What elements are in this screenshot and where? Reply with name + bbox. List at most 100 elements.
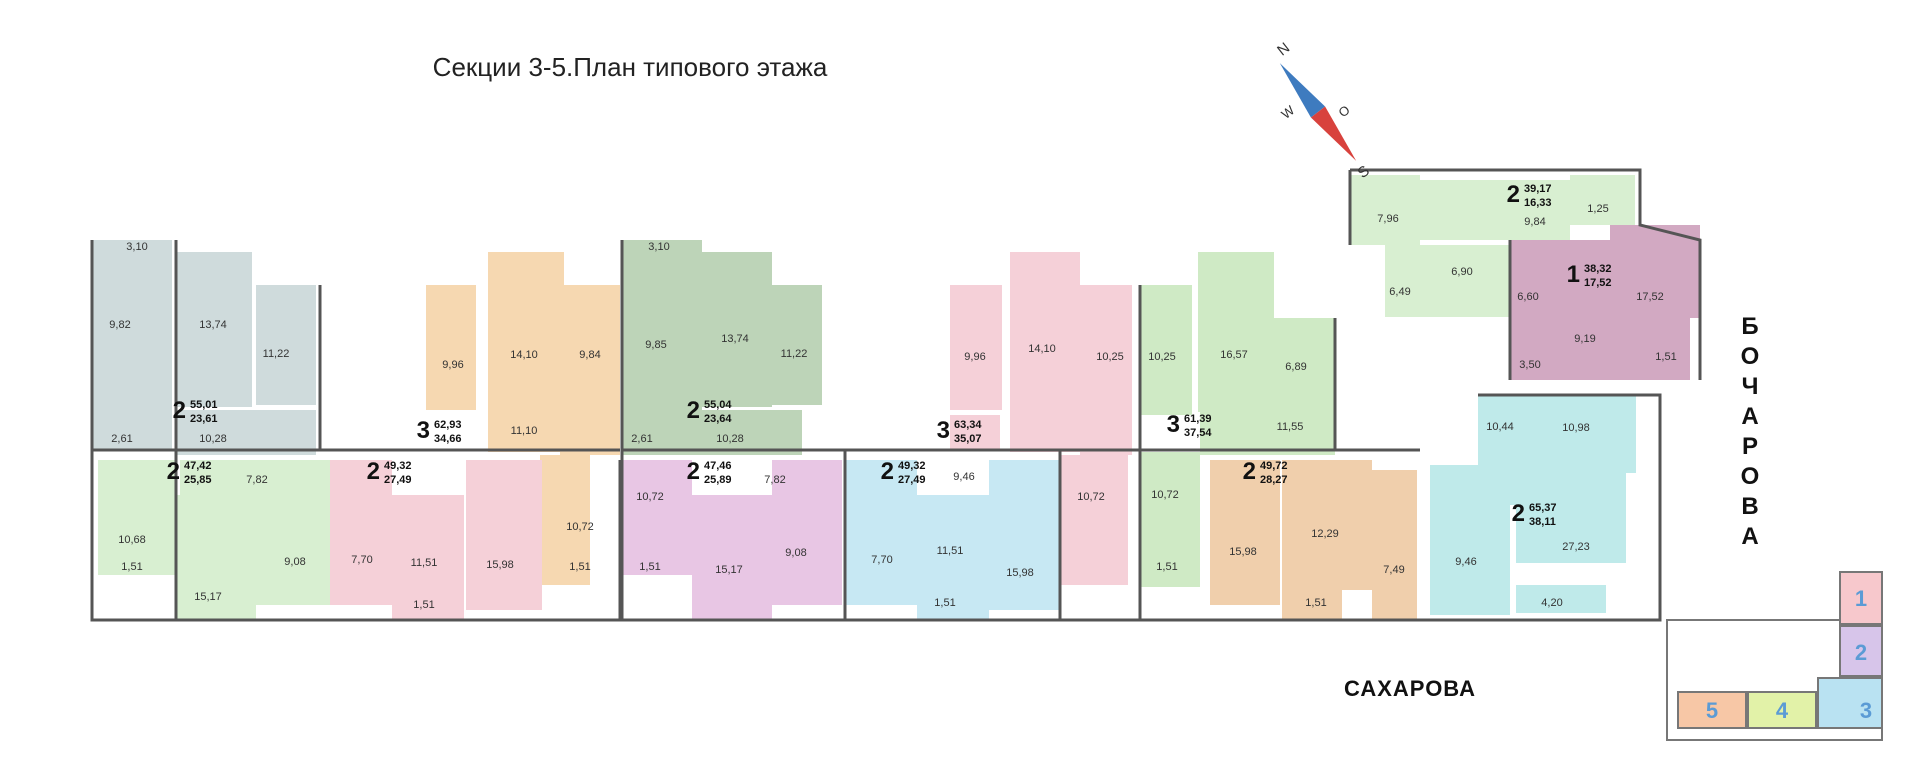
key-section-5: [1677, 691, 1747, 729]
room-fill-4: [176, 410, 316, 455]
apartment-rooms: 2: [687, 397, 700, 424]
room-area-label: 1,51: [1156, 561, 1177, 573]
room-area-label: 1,51: [569, 561, 590, 573]
room-fill-3: [92, 380, 172, 450]
room-fill-27: [1570, 175, 1635, 225]
apartment-living-area: 34,66: [434, 433, 462, 445]
apartment-rooms: 2: [687, 458, 700, 485]
room-fill-18: [950, 415, 1000, 450]
apartment-rooms: 1: [1567, 261, 1580, 288]
key-plan: 1 2 3 4 5: [1666, 571, 1883, 741]
room-fills: [92, 175, 1700, 620]
room-area-label: 10,72: [1151, 489, 1179, 501]
apartment-living-area: 17,52: [1584, 277, 1612, 289]
room-area-label: 11,51: [411, 557, 438, 569]
room-fill-46: [466, 460, 542, 610]
room-fill-38: [1516, 585, 1606, 613]
key-section-4: [1747, 691, 1817, 729]
room-fill-9: [540, 455, 590, 570]
room-fill-52: [845, 460, 917, 605]
room-area-label: 9,46: [1455, 556, 1476, 568]
room-area-label: 11,51: [937, 545, 964, 557]
room-fill-59: [1282, 590, 1342, 620]
key-section-2: [1839, 625, 1883, 677]
street-letter: А: [1741, 403, 1759, 430]
room-area-label: 7,70: [351, 554, 372, 566]
room-fill-30: [1510, 240, 1610, 318]
room-area-label: 6,49: [1389, 286, 1410, 298]
room-area-label: 13,74: [199, 319, 227, 331]
apartment-living-area: 23,64: [704, 413, 732, 425]
street-letter: А: [1741, 523, 1759, 550]
key-section-1: [1839, 571, 1883, 625]
room-area-label: 7,70: [871, 554, 892, 566]
room-fill-39: [98, 460, 176, 545]
room-area-label: 15,17: [715, 564, 743, 576]
compass-north-needle: [1279, 63, 1326, 118]
room-area-label: 3,50: [1519, 359, 1540, 371]
room-fill-31: [1610, 225, 1700, 318]
room-fill-36: [1516, 473, 1626, 563]
room-area-label: 9,19: [1574, 333, 1595, 345]
apartment-living-area: 35,07: [954, 433, 982, 445]
apartment-rooms: 3: [417, 417, 430, 444]
room-fill-20: [1140, 285, 1192, 415]
room-fill-57: [1282, 460, 1372, 590]
room-fill-29: [1485, 245, 1510, 317]
room-fill-26: [1420, 180, 1570, 240]
room-area-label: 7,96: [1377, 213, 1398, 225]
room-area-label: 27,23: [1562, 541, 1590, 553]
apartment-rooms: 3: [937, 417, 950, 444]
apartment-living-area: 25,89: [704, 474, 732, 486]
room-area-label: 3,10: [126, 241, 147, 253]
apartment-area: 38,32: [1584, 263, 1612, 275]
apartment-rooms: 2: [173, 397, 186, 424]
room-area-label: 15,98: [486, 559, 514, 571]
room-fill-54: [989, 460, 1059, 610]
apartment-area: 55,04: [704, 399, 732, 411]
street-sakharova: САХАРОВА: [1344, 676, 1476, 701]
apartment-living-area: 38,11: [1529, 516, 1556, 528]
street-letter: О: [1740, 343, 1760, 370]
room-area-label: 1,51: [413, 599, 434, 611]
room-area-label: 12,29: [1311, 528, 1339, 540]
street-letter: Б: [1741, 313, 1759, 340]
room-area-label: 10,28: [716, 433, 744, 445]
room-fill-44: [330, 460, 392, 605]
room-area-label: 16,57: [1220, 349, 1248, 361]
plan-title: Секции 3-5.План типового этажа: [432, 52, 828, 82]
room-fill-11: [622, 240, 702, 410]
room-fill-56: [1210, 460, 1280, 605]
room-area-label: 11,10: [511, 425, 538, 437]
compass-w: W: [1278, 102, 1297, 122]
room-area-label: 11,22: [263, 348, 290, 360]
room-area-label: 9,08: [284, 556, 305, 568]
room-fill-21: [1198, 252, 1274, 412]
apartment-rooms: 2: [881, 458, 894, 485]
room-area-label: 1,51: [121, 561, 142, 573]
apartment-area: 47,42: [184, 460, 212, 472]
wall-2: [1138, 168, 1702, 620]
key-label-1: 1: [1855, 586, 1867, 611]
room-area-label: 6,60: [1517, 291, 1538, 303]
apartment-living-area: 28,27: [1260, 474, 1288, 486]
walls: [90, 168, 1702, 622]
room-area-label: 11,55: [1277, 421, 1304, 433]
apartment-living-area: 23,61: [190, 413, 218, 425]
wall-0: [90, 240, 622, 622]
compass-n: N: [1274, 39, 1293, 59]
room-fill-41: [176, 495, 256, 620]
room-area-label: 4,20: [1541, 597, 1562, 609]
room-fill-5: [426, 285, 476, 410]
room-fill-51: [772, 460, 842, 605]
room-fill-23: [1140, 452, 1200, 587]
street-letter: Р: [1741, 433, 1758, 460]
room-area-label: 6,90: [1451, 266, 1472, 278]
